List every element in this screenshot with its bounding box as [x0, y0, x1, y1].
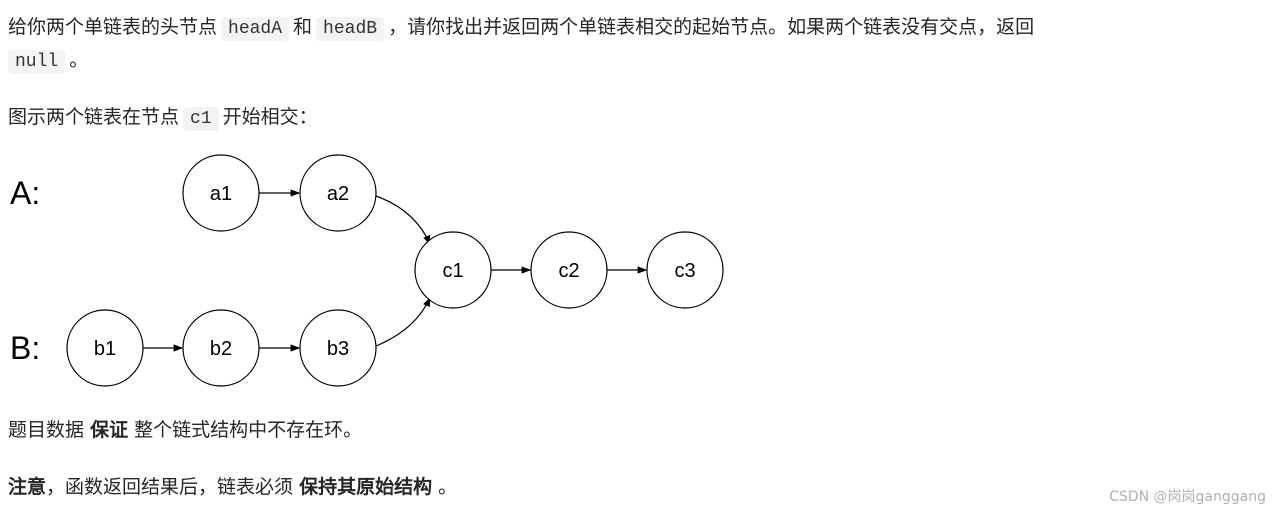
- text: 。: [69, 49, 89, 71]
- node-a1: [182, 154, 260, 232]
- node-a2: [299, 154, 377, 232]
- code-headA: headA: [221, 17, 290, 41]
- node-label: b3: [327, 338, 349, 360]
- note-paragraph: 注意，函数返回结果后，链表必须 保持其原始结构 。: [8, 470, 457, 504]
- bold-text: 保证: [90, 419, 129, 441]
- node-label: a1: [210, 183, 232, 205]
- text: 开始相交：: [222, 106, 318, 128]
- node-label: c3: [674, 260, 695, 282]
- text: ，请你找出并返回两个单链表相交的起始节点。如果两个链表没有交点，返回: [388, 16, 1035, 38]
- text: 和: [293, 16, 313, 38]
- node-c2: [530, 231, 608, 309]
- arrow: [375, 195, 431, 246]
- node-label: c2: [558, 260, 579, 282]
- bold-text: 保持其原始结构: [299, 476, 433, 498]
- text: ，函数返回结果后，链表必须: [46, 476, 294, 498]
- code-headB: headB: [316, 17, 385, 41]
- node-label: a2: [327, 183, 349, 205]
- node-b1: [66, 309, 144, 387]
- code-c1: c1: [183, 107, 219, 131]
- node-b3: [299, 309, 377, 387]
- node-b2: [182, 309, 260, 387]
- node-label: b2: [210, 338, 232, 360]
- node-label: c1: [442, 260, 463, 282]
- linked-list-diagram: a1 a2 c1 c2 c3 b1 b2 b3 A: B:: [10, 154, 724, 387]
- text: 给你两个单链表的头节点: [8, 16, 218, 38]
- code-null: null: [8, 50, 66, 74]
- guarantee-paragraph: 题目数据 保证 整个链式结构中不存在环。: [8, 413, 362, 447]
- list-b-label: B:: [10, 330, 40, 366]
- node-label: b1: [94, 338, 116, 360]
- list-a-label: A:: [10, 175, 40, 211]
- node-c3: [646, 231, 724, 309]
- text: 整个链式结构中不存在环。: [134, 419, 363, 441]
- intro-paragraph-cont: null。: [8, 43, 88, 79]
- arrow: [375, 296, 431, 347]
- node-c1: [414, 231, 492, 309]
- watermark: CSDN @岗岗ganggang: [1109, 489, 1266, 505]
- text: 题目数据: [8, 419, 85, 441]
- bold-text: 注意: [8, 476, 47, 498]
- text: 。: [438, 476, 458, 498]
- text: 图示两个链表在节点: [8, 106, 180, 128]
